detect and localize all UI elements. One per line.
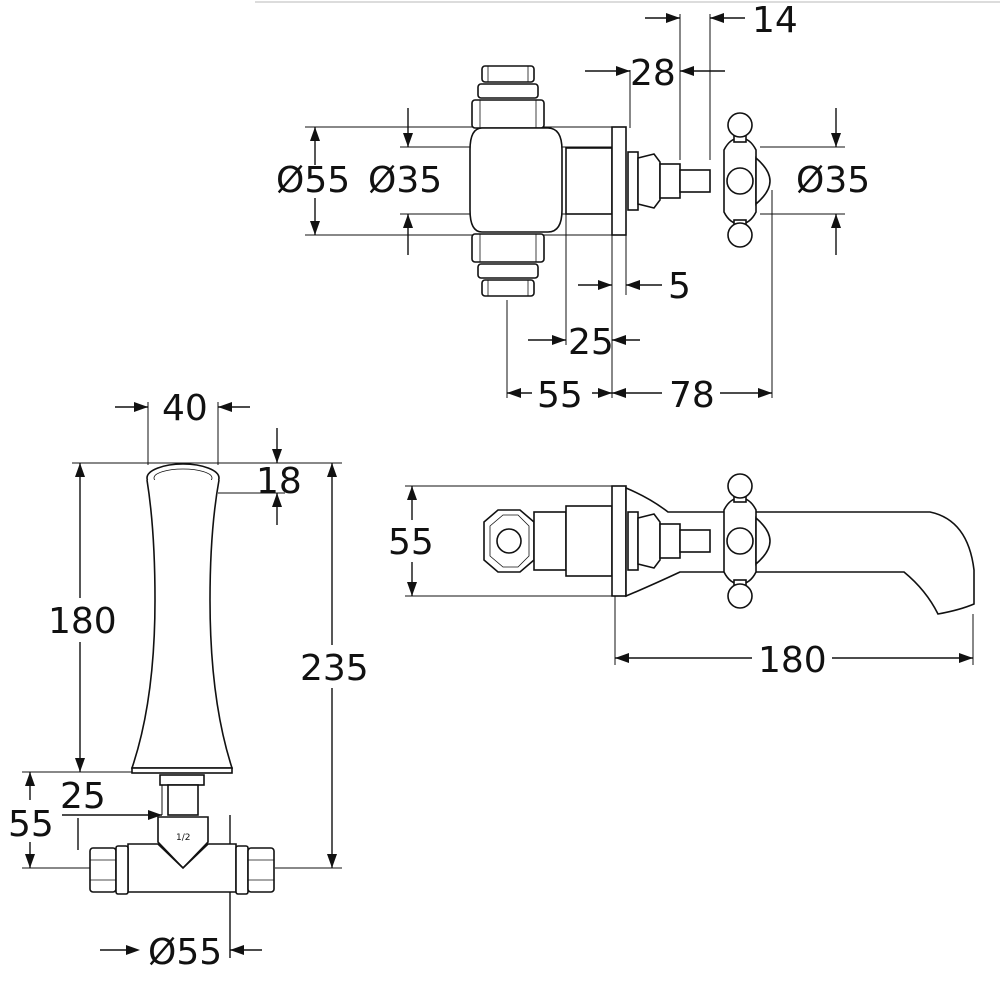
nut [481, 279, 535, 297]
handle-center [726, 527, 754, 555]
nut [477, 263, 539, 279]
wall-plate [611, 126, 627, 236]
wall-connector [565, 147, 613, 215]
arrowhead [25, 772, 35, 786]
valve-body [533, 511, 567, 571]
spout-stem [159, 774, 205, 786]
dim-label-180: 180 [758, 640, 827, 681]
arrowhead [598, 280, 612, 290]
dim-label-55: 55 [8, 804, 54, 845]
stem [659, 523, 681, 559]
dim-label-180: 180 [48, 601, 117, 642]
handle-cap [755, 156, 771, 206]
dim-label-18: 18 [256, 461, 302, 502]
dim-label-55: 55 [537, 375, 583, 416]
valve-body [469, 127, 563, 233]
dim-label-28: 28 [630, 53, 676, 94]
hex-nut-center [496, 528, 522, 554]
spout-view: 40 18 180 235 25 [8, 388, 369, 973]
stem [627, 151, 639, 211]
stem [659, 163, 681, 199]
stem [679, 529, 711, 553]
arrowhead [327, 854, 337, 868]
arrowhead [134, 402, 148, 412]
arrowhead [407, 486, 417, 500]
dim-label-phi35-left: Ø35 [368, 160, 442, 201]
side-view: 55 180 [388, 473, 975, 681]
dim-label-78: 78 [669, 375, 715, 416]
arrowhead [959, 653, 973, 663]
nut [471, 233, 545, 263]
dim-label-40: 40 [162, 388, 208, 429]
arrowhead [758, 388, 772, 398]
arrowhead [218, 402, 232, 412]
dim-label-phi55: Ø55 [148, 932, 222, 973]
hex-nut-inner [489, 514, 530, 568]
arrowhead [230, 945, 244, 955]
arrowhead [403, 214, 413, 228]
arrowhead [272, 449, 282, 463]
handle-knob-bottom [727, 583, 753, 609]
nut [89, 847, 117, 893]
handle-knob-top [727, 112, 753, 138]
thread-label: 1/2 [176, 833, 190, 843]
arrowhead [710, 13, 724, 23]
top-view: 14 28 Ø55 Ø35 Ø35 [276, 0, 870, 416]
arrowhead [831, 133, 841, 147]
arrowhead [272, 493, 282, 507]
dim-label-phi55: Ø55 [276, 160, 350, 201]
arrowhead [507, 388, 521, 398]
wall-connector [565, 505, 613, 577]
nut [247, 847, 275, 893]
dim-label-14: 14 [752, 0, 798, 41]
wall-plate [611, 485, 627, 597]
arrowhead [615, 653, 629, 663]
arrowhead [666, 13, 680, 23]
arrowhead [25, 854, 35, 868]
nut [115, 845, 129, 895]
arrowhead [148, 810, 162, 820]
arrowhead [831, 214, 841, 228]
dim-label-25: 25 [60, 776, 106, 817]
handle-cap [755, 516, 771, 566]
arrowhead [126, 945, 140, 955]
dim-label-235: 235 [300, 648, 369, 689]
stem-nut [637, 153, 661, 209]
spout-stem [167, 784, 199, 816]
dim-label-55: 55 [388, 522, 434, 563]
handle-knob-top [727, 473, 753, 499]
arrowhead [75, 463, 85, 477]
stem [679, 169, 711, 193]
nut [235, 845, 249, 895]
arrowhead [612, 388, 626, 398]
arrowhead [626, 280, 640, 290]
dim-label-phi35-right: Ø35 [796, 160, 870, 201]
arrowhead [616, 66, 630, 76]
handle-knob-bottom [727, 222, 753, 248]
stem [627, 511, 639, 571]
arrowhead [403, 133, 413, 147]
spout-base [131, 767, 233, 774]
arrowhead [75, 758, 85, 772]
spout-body [130, 479, 234, 769]
arrowhead [310, 221, 320, 235]
handle-center [726, 167, 754, 195]
nut [481, 65, 535, 83]
arrowhead [552, 335, 566, 345]
arrowhead [407, 582, 417, 596]
arrowhead [598, 388, 612, 398]
arrowhead [327, 463, 337, 477]
arrowhead [680, 66, 694, 76]
dim-label-25: 25 [568, 322, 614, 363]
stem-nut [637, 513, 661, 569]
arrowhead [612, 335, 626, 345]
dim-label-5: 5 [668, 266, 691, 307]
horizontal-pipe [127, 843, 237, 893]
nut [471, 99, 545, 129]
nut [477, 83, 539, 99]
spout [625, 486, 975, 615]
arrowhead [310, 127, 320, 141]
